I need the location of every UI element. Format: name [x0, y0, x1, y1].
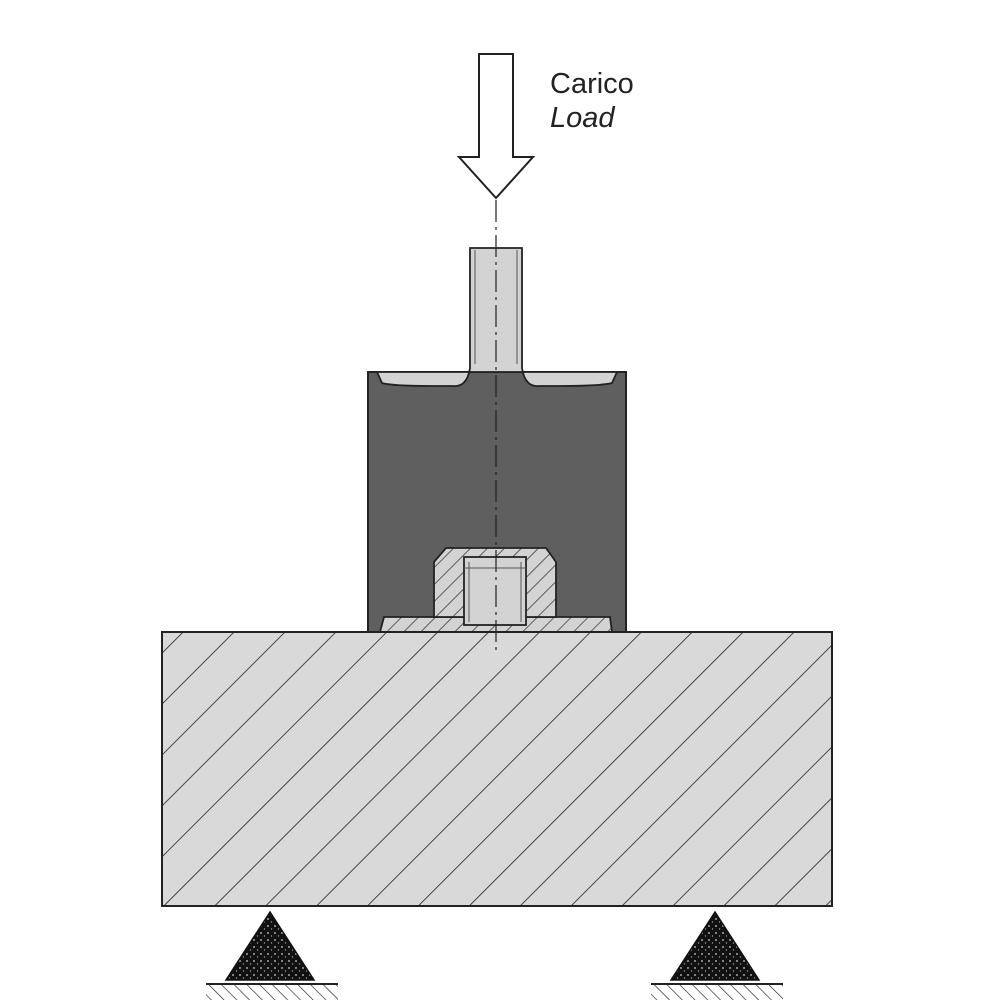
triangle-support-icon	[669, 910, 761, 981]
ground-hatch	[651, 984, 783, 1000]
left-support	[206, 910, 338, 1000]
ground-hatch	[206, 984, 338, 1000]
down-arrow-icon	[456, 53, 536, 200]
load-label-primary: Carico	[550, 68, 634, 100]
triangle-support-icon	[224, 910, 316, 981]
right-support	[651, 910, 783, 1000]
top-plate	[375, 247, 619, 388]
threaded-insert	[463, 556, 527, 626]
base-block	[161, 631, 833, 907]
load-label-secondary: Load	[550, 102, 615, 134]
